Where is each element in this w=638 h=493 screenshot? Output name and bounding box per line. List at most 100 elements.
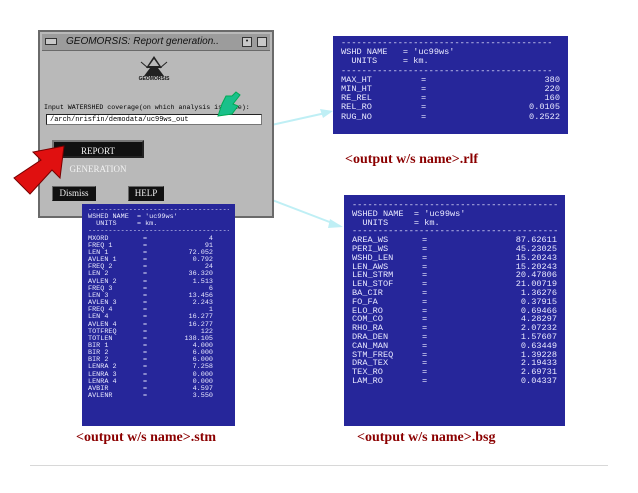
bsg-row: RHO_RA=2.07232 [352, 324, 557, 333]
bsg-row-key: WSHD_LEN [352, 252, 394, 263]
rlf-caption: <output w/s name>.rlf [345, 152, 479, 167]
stm-row-value: 1.513 [192, 277, 213, 286]
bsg-row-equals: = [422, 305, 428, 316]
stm-row-value: 1 [208, 306, 213, 315]
bsg-row: LAM_RO=0.04337 [352, 377, 557, 386]
stm-row-value: 16.277 [188, 313, 213, 322]
stm-row-value: 36.320 [188, 270, 213, 279]
stm-caption: <output w/s name>.stm [76, 430, 217, 445]
rlf-row-value: 160 [544, 93, 560, 104]
report-generation-button[interactable]: REPORT GENERATION [52, 140, 144, 174]
bsg-units-line: UNITS = km. [352, 217, 440, 228]
bsg-row-equals: = [422, 235, 428, 246]
dialog-titlebar[interactable]: GEOMORSIS: Report generation.. • [42, 34, 270, 51]
stm-row: LENRA 4=0.000 [88, 377, 229, 386]
rlf-row-value: 380 [544, 74, 560, 85]
bsg-row-equals: = [422, 375, 428, 386]
stm-row-key: AVLEN 2 [88, 277, 117, 286]
dismiss-button[interactable]: Dismiss [52, 186, 96, 201]
connector-to-rlf-arrowhead [320, 109, 333, 118]
rlf-row-key: MAX_HT [341, 74, 372, 85]
bsg-row-equals: = [422, 349, 428, 360]
stm-row-value: 72.052 [188, 248, 213, 257]
bsg-row-equals: = [422, 261, 428, 272]
stm-row-key: FREQ 1 [88, 241, 113, 250]
stm-row-value: 4 [208, 234, 213, 243]
bsg-row-equals: = [422, 252, 428, 263]
stm-row-key: LEN 4 [88, 313, 109, 322]
window-menu-icon[interactable] [45, 38, 57, 45]
help-button[interactable]: HELP [128, 186, 164, 201]
stm-row: LENRA 2=7.258 [88, 364, 229, 371]
rlf-row: MAX_HT=380 [341, 74, 560, 85]
stm-row: FREQ 3 = 6 [88, 284, 229, 293]
bsg-row-value: 1.57607 [520, 331, 557, 342]
stm-row: AVLENR=3.550 [88, 392, 229, 400]
rlf-output-panel: ----------------------------------------… [333, 36, 568, 134]
stm-row-equals: = [143, 299, 148, 308]
bsg-row-value: 2.69731 [520, 367, 557, 378]
stm-row-equals: = [143, 320, 148, 329]
bsg-row-value: 4.28297 [520, 314, 557, 325]
rlf-row-equals: = [421, 93, 427, 104]
bsg-row: COM_CO=4.28297 [352, 315, 557, 324]
stm-row: AVBIR=4.597 [88, 385, 229, 393]
stm-row-key: LENRA 4 [88, 377, 117, 386]
rlf-row-value: 220 [544, 84, 560, 95]
stm-row-value: 4.000 [192, 341, 213, 350]
dialog-title: GEOMORSIS: Report generation.. [66, 36, 219, 47]
bsg-name-line: WSHED NAME = 'uc99ws' [352, 208, 466, 219]
bsg-row: LEN_AWS=15.20243 [352, 261, 557, 272]
stm-row-value: 6 [208, 284, 213, 293]
stm-units-line: UNITS = km. [88, 220, 158, 229]
bsg-row-key: DRA_DEN [352, 331, 389, 342]
bsg-row-key: LEN_AWS [352, 261, 389, 272]
stm-row: BIR 1=4.000 [88, 341, 229, 350]
stm-row-equals: = [143, 306, 148, 315]
rlf-row-value: 0.2522 [529, 111, 560, 122]
rlf-row-equals: = [421, 84, 427, 95]
stm-row-value: 91 [204, 241, 213, 250]
bsg-row: BA_CIR=1.36276 [352, 289, 557, 298]
bsg-row: LEN_STRM=20.47806 [352, 271, 557, 280]
stm-row-value: 0.792 [192, 256, 213, 265]
stm-row-key: TOTFREQ [88, 327, 117, 336]
stm-row-key: FREQ 4 [88, 306, 113, 315]
stm-row-equals: = [143, 284, 148, 293]
stm-row-key: BIR 2 [88, 356, 109, 365]
watershed-path-input[interactable]: /arch/nrisfin/demodata/uc99ws_out [46, 114, 262, 125]
stm-row-value: 16.277 [188, 320, 213, 329]
bsg-row-equals: = [422, 296, 428, 307]
stm-row-equals: = [143, 248, 148, 257]
bsg-row-value: 45.23025 [515, 243, 557, 254]
stm-row-key: FREQ 3 [88, 284, 113, 293]
bsg-row: FO_FA=0.37915 [352, 296, 557, 307]
bsg-row-key: LEN_STRM [352, 270, 394, 281]
minimize-icon[interactable]: • [242, 37, 252, 47]
stm-row: LENRA 3=0.000 [88, 370, 229, 379]
stm-row-key: TOTLEN [88, 334, 113, 343]
bsg-row-key: LEN_STOF [352, 279, 394, 290]
report-generation-dialog: GEOMORSIS: Report generation.. • GEOMORS… [38, 30, 274, 218]
stm-row-value: 6.000 [192, 356, 213, 365]
bsg-row: ELO_RO=0.69466 [352, 305, 557, 316]
bsg-row: WSHD_LEN=15.20243 [352, 252, 557, 263]
rlf-row: MIN_HT=220 [341, 84, 560, 95]
maximize-icon[interactable] [257, 37, 267, 47]
stm-row-equals: = [143, 241, 148, 250]
stm-row-equals: = [143, 370, 148, 379]
rlf-row: REL_RO=0.0105 [341, 103, 560, 112]
stm-output-panel: ----------------------------------------… [82, 204, 235, 426]
bsg-row-equals: = [422, 314, 428, 325]
logo-text: GEOMORSIS [138, 76, 170, 82]
rlf-name-line: WSHD NAME = 'uc99ws' [341, 47, 455, 58]
stm-row-value: 6.000 [192, 349, 213, 358]
stm-row-key: AVLEN 3 [88, 299, 117, 308]
stm-row: TOTFREQ=122 [88, 327, 229, 336]
rlf-row-equals: = [421, 102, 427, 113]
stm-row-key: BIR 1 [88, 341, 109, 350]
green-arrow-icon [217, 91, 241, 117]
stm-row-equals: = [143, 277, 148, 286]
